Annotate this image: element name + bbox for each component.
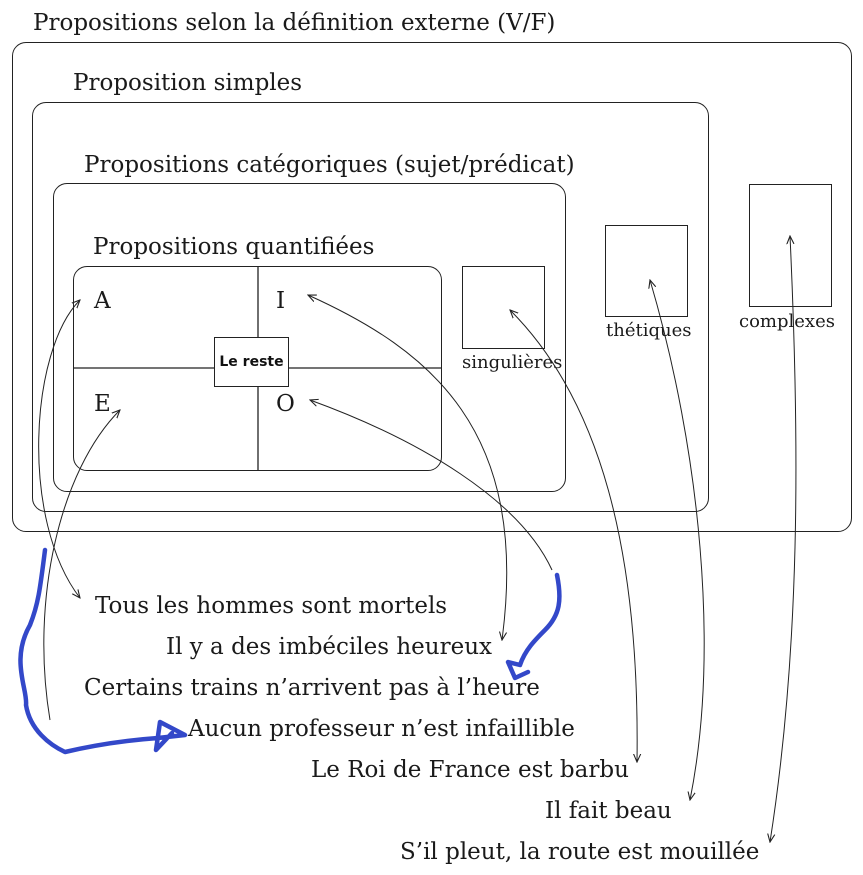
arrow-singulieres (510, 310, 637, 762)
example-1: Tous les hommes sont mortels (95, 593, 448, 619)
categoriques-title: Propositions catégoriques (sujet/prédica… (84, 152, 575, 178)
arrow-o (310, 400, 553, 571)
thetiques-box (605, 225, 688, 317)
le-reste-box: Le reste (214, 337, 289, 387)
quadrant-o: O (276, 391, 295, 417)
simples-title: Proposition simples (73, 70, 303, 96)
quadrant-e: E (94, 391, 111, 417)
annotation-stroke-right (505, 572, 562, 681)
example-4: Aucun professeur n’est infaillible (188, 716, 575, 742)
arrow-e (43, 410, 120, 721)
example-2: Il y a des imbéciles heureux (166, 634, 492, 660)
annotation-stroke-left (18, 547, 188, 755)
example-3: Certains trains n’arrivent pas à l’heure (84, 675, 540, 701)
quadrant-i: I (276, 288, 286, 314)
arrow-a (38, 300, 80, 598)
example-7: S’il pleut, la route est mouillée (400, 839, 760, 865)
quadrant-a: A (94, 288, 111, 314)
arrow-i (308, 295, 507, 640)
example-6: Il fait beau (545, 798, 672, 824)
example-5: Le Roi de France est barbu (311, 757, 629, 783)
quantifiees-title: Propositions quantifiées (93, 234, 375, 260)
outer-title: Propositions selon la définition externe… (33, 10, 556, 36)
arrow-complexes (770, 236, 797, 842)
arrow-thetiques (650, 280, 705, 800)
